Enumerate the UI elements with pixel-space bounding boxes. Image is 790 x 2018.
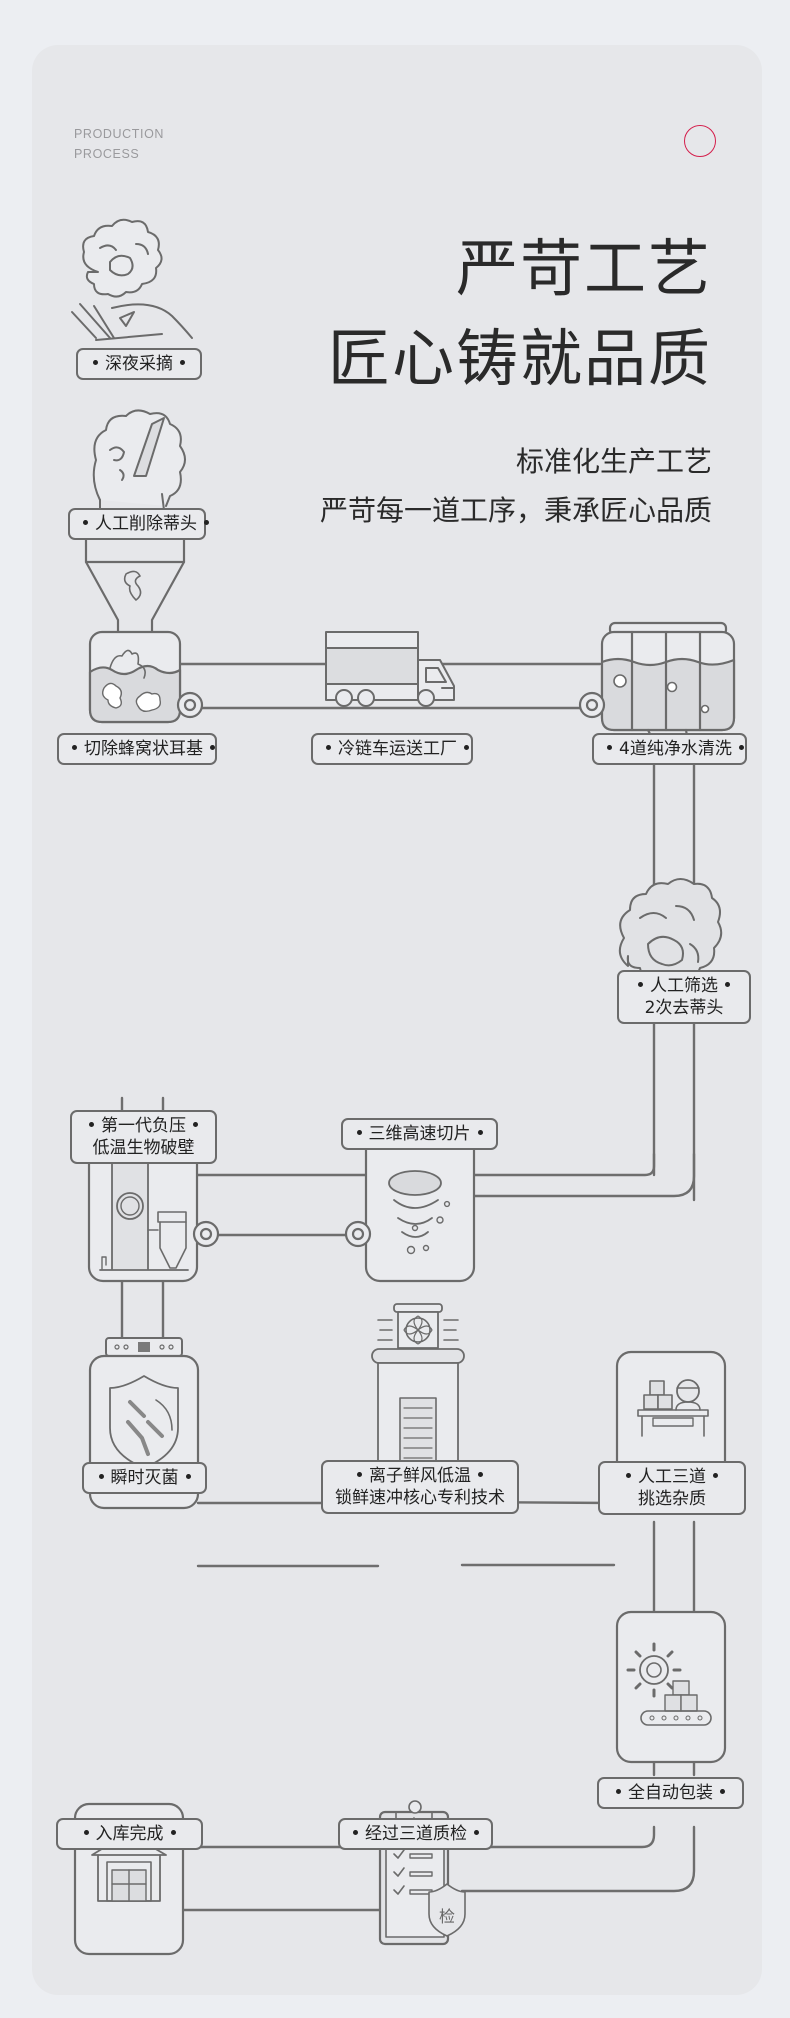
tremella-picking-hand-icon: [71, 218, 193, 341]
step-label-text: 低温生物破壁: [92, 1138, 195, 1158]
bullet-dot: [98, 1473, 104, 1479]
pipe-row4-top: [443, 1825, 656, 1849]
step-label-water-wash: 4道纯净水清洗: [592, 733, 747, 765]
subtitle-line-2: 严苛每一道工序，秉承匠心品质: [319, 494, 712, 527]
step-label-text: 瞬时灭菌: [110, 1468, 179, 1488]
bullet-dot: [464, 744, 469, 750]
step-label-ion-freeze: 离子鲜风低温 锁鲜速冲核心专利技术: [321, 1460, 519, 1514]
step-label-text: 入库完成: [95, 1824, 164, 1844]
bullet-dot: [638, 981, 643, 987]
step-label-text: 人工削除蒂头: [95, 514, 197, 534]
step-label-text: 4道纯净水清洗: [619, 739, 732, 759]
step-label-text: 2次去蒂头: [644, 998, 724, 1018]
bullet-dot: [738, 744, 744, 750]
bullet-dot: [474, 1829, 479, 1835]
eyebrow-line-2: PROCESS: [74, 147, 140, 161]
eyebrow-line-1: PRODUCTION: [74, 127, 165, 141]
pipes: [120, 662, 696, 1912]
bullet-dot: [713, 1472, 718, 1478]
bullet-dot: [607, 744, 612, 750]
pipe-row2-bottom: [468, 1152, 696, 1198]
water-wash-tank-icon: [578, 621, 736, 744]
step-label-manual-screen: 人工筛选 2次去蒂头: [617, 970, 751, 1024]
bullet-dot: [725, 981, 730, 987]
bullet-dot: [193, 1121, 198, 1127]
bullet-dot: [170, 1829, 176, 1835]
step-label-text: 锁鲜速冲核心专利技术: [335, 1488, 505, 1508]
step-label-text: 人工三道: [638, 1467, 706, 1487]
step-label-text: 经过三道质检: [365, 1824, 467, 1844]
step-label-text: 深夜采摘: [105, 354, 173, 374]
step-label-auto-pack: 全自动包装: [597, 1777, 744, 1809]
step-label-text: 离子鲜风低温: [369, 1466, 471, 1486]
step-label-text: 挑选杂质: [638, 1489, 706, 1509]
bullet-dot: [720, 1788, 725, 1794]
step-label-3d-slicing: 三维高速切片: [341, 1118, 498, 1150]
bullet-dot: [626, 1472, 631, 1478]
bullet-dot: [83, 519, 88, 525]
bullet-dot: [72, 744, 77, 750]
step-label-cell-wall-break: 第一代负压 低温生物破壁: [70, 1110, 217, 1164]
bullet-dot: [83, 1829, 89, 1835]
bullet-dot: [93, 359, 98, 365]
bullet-dot: [185, 1473, 191, 1479]
step-label-text: 切除蜂窝状耳基: [84, 739, 203, 759]
step-label-cut-base: 切除蜂窝状耳基: [57, 733, 217, 765]
step-label-text: 全自动包装: [628, 1783, 713, 1803]
red-circle-mark-icon: [684, 125, 716, 157]
pipe-row2-top: [468, 1152, 656, 1177]
step-label-text: 冷链车运送工厂: [338, 739, 457, 759]
step-label-night-picking: 深夜采摘: [76, 348, 202, 380]
bullet-dot: [477, 1129, 483, 1135]
step-label-sterilize: 瞬时灭菌: [82, 1462, 207, 1494]
bullet-dot: [357, 1471, 362, 1477]
page-title-line-1: 严苛工艺: [455, 232, 712, 305]
subtitle-line-1: 标准化生产工艺: [515, 445, 712, 478]
bullet-dot: [204, 519, 209, 525]
bullet-dot: [210, 744, 215, 750]
slicing-vortex-icon: [344, 1131, 476, 1283]
bullet-dot: [478, 1471, 483, 1477]
step-label-text: 三维高速切片: [368, 1124, 471, 1144]
bullet-dot: [180, 359, 185, 365]
bullet-dot: [616, 1788, 621, 1794]
auto-packaging-gear-icon: [615, 1610, 727, 1764]
quality-badge-text: 检: [439, 1907, 455, 1926]
bullet-dot: [356, 1129, 362, 1135]
funnel-tank-icon: [84, 530, 204, 724]
pressure-machine-icon: [87, 1131, 220, 1283]
step-label-row: 人工三道: [606, 1466, 738, 1488]
pipe-row4-bottom: [460, 1825, 696, 1893]
bullet-dot: [89, 1121, 94, 1127]
step-label-row: 第一代负压: [78, 1115, 209, 1137]
tremella-knife-trim-icon: [92, 409, 186, 513]
cold-chain-truck-icon: [325, 631, 455, 707]
bullet-dot: [326, 744, 331, 750]
step-label-cold-chain: 冷链车运送工厂: [311, 733, 473, 765]
step-label-row: 离子鲜风低温: [329, 1465, 511, 1487]
step-label-text: 第一代负压: [101, 1116, 186, 1136]
step-label-quality-check: 经过三道质检: [338, 1818, 493, 1850]
step-label-manual-sort: 人工三道 挑选杂质: [598, 1461, 746, 1515]
step-label-warehouse: 入库完成: [56, 1818, 203, 1850]
step-label-trim-stem: 人工削除蒂头: [68, 508, 209, 540]
step-label-text: 人工筛选: [650, 976, 718, 996]
page-title-line-2: 匠心铸就品质: [327, 322, 712, 395]
tremella-icon: [618, 878, 723, 983]
eyebrow-text: PRODUCTION PROCESS: [74, 124, 164, 164]
bullet-dot: [353, 1829, 358, 1835]
step-label-row: 人工筛选: [625, 975, 743, 997]
